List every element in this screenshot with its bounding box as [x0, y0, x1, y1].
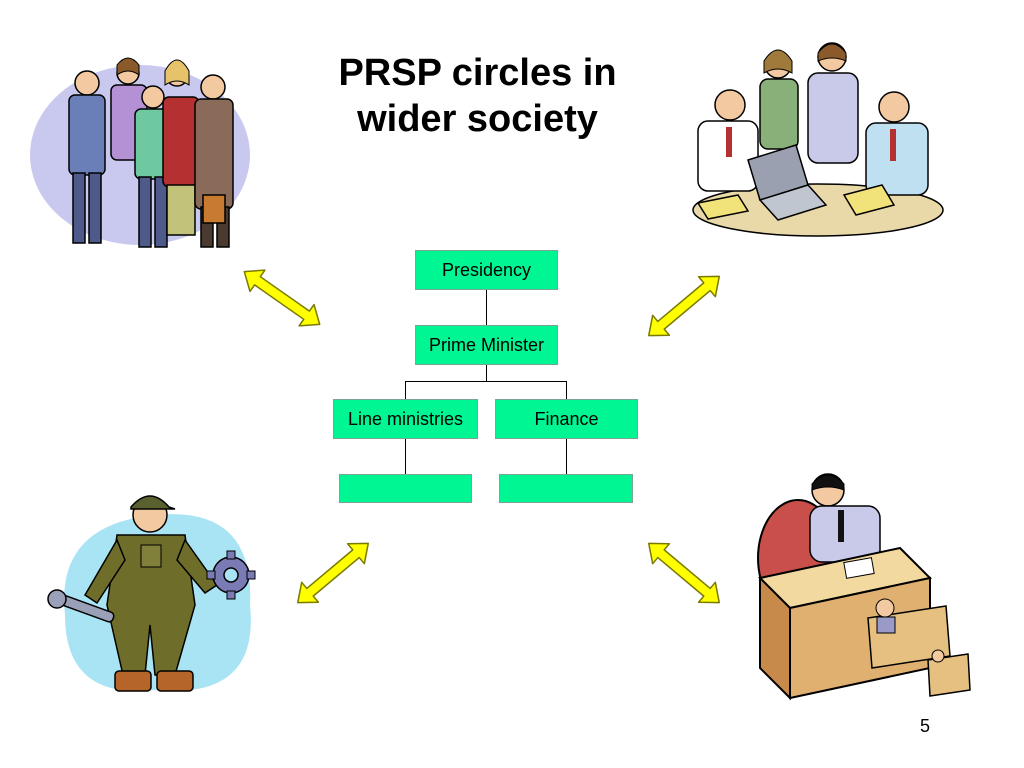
connector-pm-down: [486, 364, 487, 382]
sub-box-right: [499, 474, 633, 503]
line-ministries-box: Line ministries: [333, 399, 478, 439]
finance-box: Finance: [495, 399, 638, 439]
sub-box-left: [339, 474, 472, 503]
slide-title: PRSP circles in wider society: [300, 50, 655, 142]
bureaucrat-desk-icon: [757, 473, 971, 701]
page-number: 5: [920, 716, 931, 736]
crowd-of-people-icon: [30, 57, 250, 248]
double-arrow-top-left: [243, 269, 321, 327]
connector-finance-sub: [566, 439, 567, 474]
title-line-2: wider society: [357, 98, 598, 140]
business-meeting-icon: [692, 42, 944, 237]
connector-horizontal: [405, 381, 567, 382]
double-arrow-top-right: [648, 275, 720, 337]
worker-with-tools-icon: [47, 495, 256, 692]
double-arrow-bottom-right: [648, 542, 720, 604]
connector-to-line-ministries: [405, 381, 406, 399]
title-line-1: PRSP circles in: [338, 52, 617, 94]
connector-presidency-pm: [486, 290, 487, 325]
connector-to-finance: [566, 381, 567, 399]
prime-minister-box: Prime Minister: [415, 325, 558, 365]
double-arrow-bottom-left: [297, 542, 369, 604]
connector-line-ministries-sub: [405, 439, 406, 474]
presidency-box: Presidency: [415, 250, 558, 290]
